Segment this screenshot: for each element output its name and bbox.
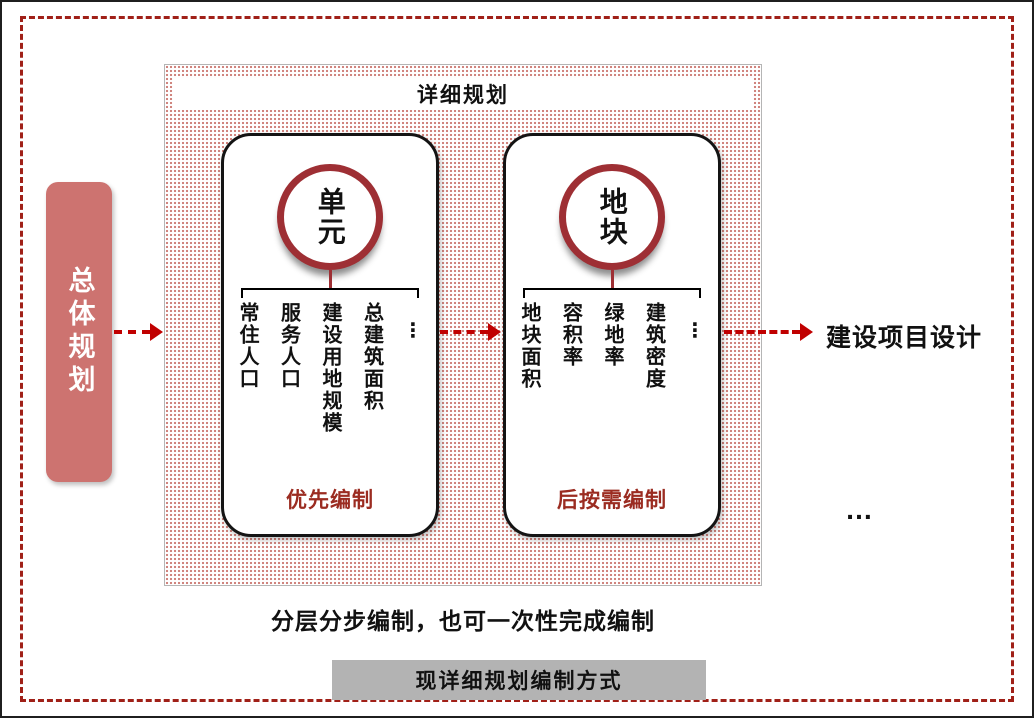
plot-items: 地块面积 容积率 绿地率 建筑密度 ⋮ xyxy=(516,302,708,454)
plot-item: 建筑密度 xyxy=(642,302,665,390)
arrow-master-to-panel xyxy=(114,323,163,341)
compilation-note: 分层分步编制，也可一次性完成编制 xyxy=(271,608,655,634)
project-design-label: 建设项目设计 xyxy=(826,324,983,352)
detailed-planning-panel: 详细规划 单元 常住人口 服务人口 建设用地规模 总建筑面积 ⋮ 优先编制 地块 xyxy=(164,64,762,586)
arrow-dash xyxy=(440,330,488,334)
arrow-head-icon xyxy=(150,323,163,341)
arrow-unit-to-plot xyxy=(440,323,501,341)
unit-circle: 单元 xyxy=(277,164,383,270)
unit-item: 服务人口 xyxy=(277,302,300,390)
plot-footer-label: 后按需编制 xyxy=(557,489,667,512)
plot-bracket xyxy=(523,288,701,298)
unit-bracket xyxy=(241,288,419,298)
unit-items: 常住人口 服务人口 建设用地规模 总建筑面积 ⋮ xyxy=(234,302,426,454)
bottom-caption-label: 现详细规划编制方式 xyxy=(415,670,623,693)
master-planning-block: 总体规划 xyxy=(46,182,112,482)
unit-item: 常住人口 xyxy=(236,302,258,390)
unit-item: 建设用地规模 xyxy=(319,302,341,434)
plot-item: 地块面积 xyxy=(518,302,540,390)
more-dots: … xyxy=(845,494,873,525)
plot-circle: 地块 xyxy=(559,164,665,270)
unit-footer-label: 优先编制 xyxy=(286,489,374,512)
bottom-caption-banner: 现详细规划编制方式 xyxy=(332,660,706,700)
panel-title: 详细规划 xyxy=(173,78,753,110)
arrow-head-icon xyxy=(488,323,501,341)
plot-circle-label: 地块 xyxy=(596,187,628,247)
arrow-dash xyxy=(114,330,150,334)
unit-circle-label: 单元 xyxy=(314,187,346,247)
plot-ellipsis: ⋮ xyxy=(685,320,705,342)
plot-item: 容积率 xyxy=(559,302,582,368)
plot-item: 绿地率 xyxy=(601,302,623,368)
plot-stem-line xyxy=(610,270,614,288)
unit-stem-line xyxy=(328,270,332,288)
arrow-plot-to-project xyxy=(724,323,813,341)
master-planning-label: 总体规划 xyxy=(64,266,95,398)
unit-item: 总建筑面积 xyxy=(360,302,383,412)
unit-ellipsis: ⋮ xyxy=(403,320,423,342)
arrow-dash xyxy=(724,330,800,334)
plot-card: 地块 地块面积 容积率 绿地率 建筑密度 ⋮ 后按需编制 xyxy=(503,133,721,537)
arrow-head-icon xyxy=(800,323,813,341)
unit-card: 单元 常住人口 服务人口 建设用地规模 总建筑面积 ⋮ 优先编制 xyxy=(221,133,439,537)
